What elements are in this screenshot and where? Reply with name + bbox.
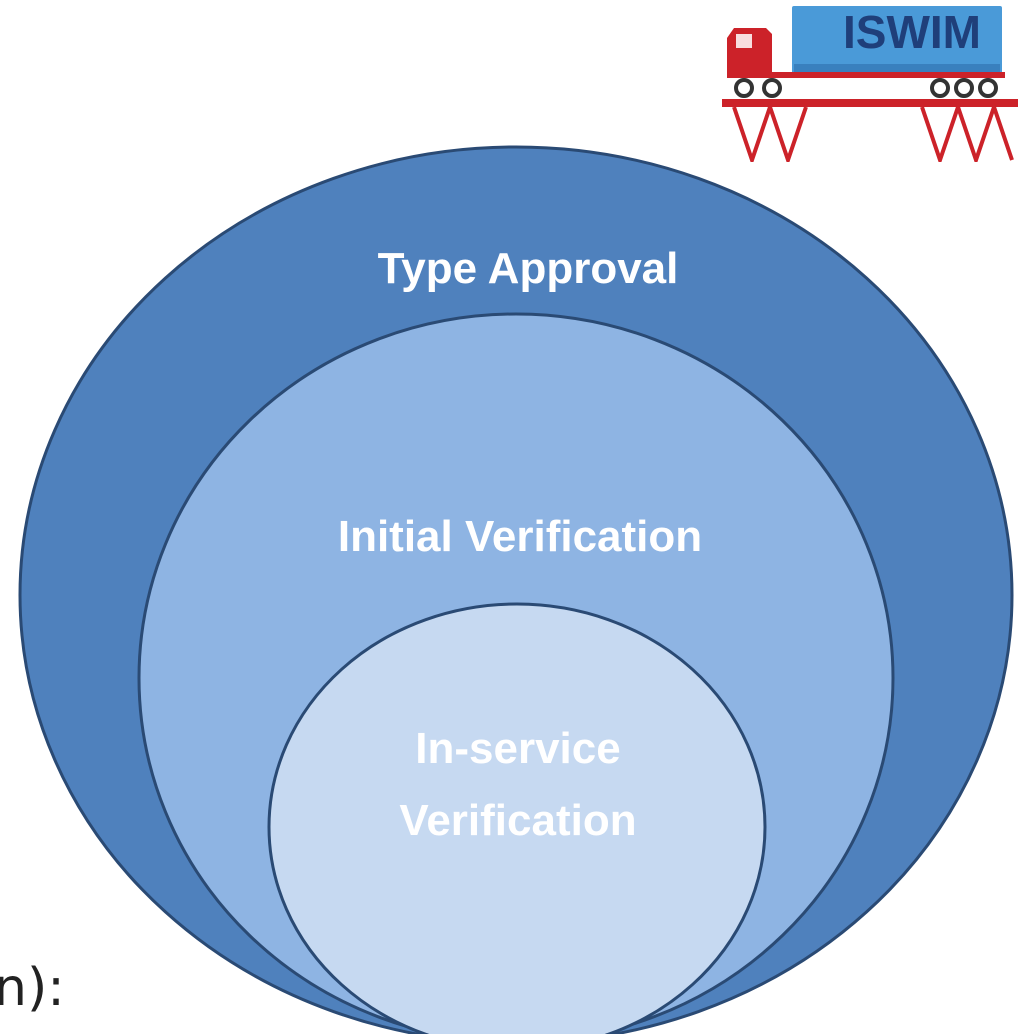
cropped-text-fragment: n):	[0, 958, 65, 1018]
trailer-stripe	[794, 64, 1000, 72]
truck-chassis	[727, 72, 1005, 78]
in-service-label-line1: In-service	[415, 724, 620, 773]
bridge-supports	[732, 100, 1014, 162]
iswim-logo-text: ISWIM	[843, 6, 981, 58]
in-service-verification-ellipse	[267, 602, 767, 1034]
bridge-deck	[722, 99, 1018, 107]
trailer-shape	[792, 6, 1002, 74]
initial-verification-label: Initial Verification	[338, 512, 702, 561]
truck-wheels	[734, 78, 998, 98]
cab-window	[736, 34, 752, 48]
iswim-logo: ISWIM	[722, 6, 1018, 162]
in-service-label-line2: Verification	[399, 796, 636, 845]
type-approval-label: Type Approval	[378, 244, 679, 293]
